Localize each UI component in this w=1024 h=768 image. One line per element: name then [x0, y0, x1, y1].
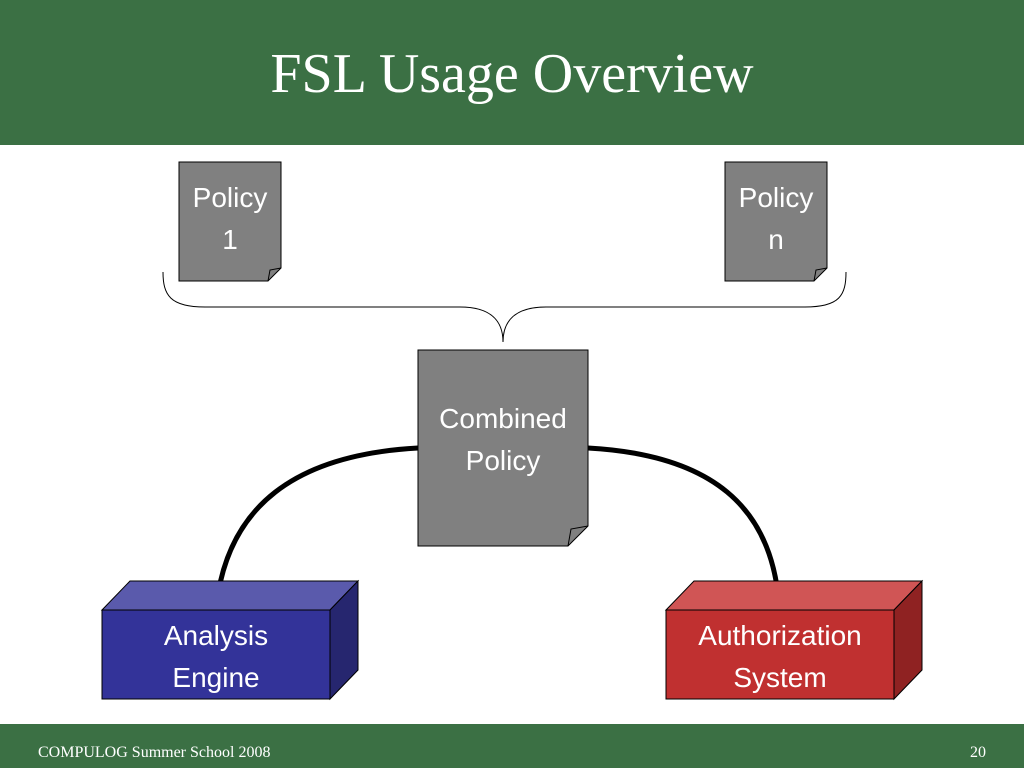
title-bar [0, 0, 1024, 145]
footer-bar [0, 724, 1024, 768]
arrow-to-authorization-system [587, 445, 783, 599]
analysis-engine-top [100, 580, 360, 611]
analysis-engine-label: Analysis Engine [163, 620, 269, 693]
slide-title: FSL Usage Overview [270, 43, 754, 105]
combined-policy-label: Combined Policy [439, 403, 567, 476]
footer-text: COMPULOG Summer School 2008 [38, 744, 271, 761]
authorization-system-label: Authorization System [698, 620, 862, 693]
combine-brace [162, 271, 847, 343]
policy-1-label: Policy 1 [192, 182, 268, 255]
analysis-engine-front [101, 609, 331, 700]
policy-1-document [178, 161, 282, 282]
authorization-system-front [665, 609, 895, 700]
authorization-system-top [664, 580, 924, 611]
arrow-to-analysis-engine [213, 445, 419, 599]
combined-policy-document [417, 349, 589, 547]
policy-1-fold [267, 267, 282, 282]
combined-policy-fold [567, 525, 589, 547]
policy-n-document [724, 161, 828, 282]
policy-n-fold [813, 267, 828, 282]
policy-n-label: Policy n [738, 182, 814, 255]
page-number: 20 [970, 744, 986, 761]
